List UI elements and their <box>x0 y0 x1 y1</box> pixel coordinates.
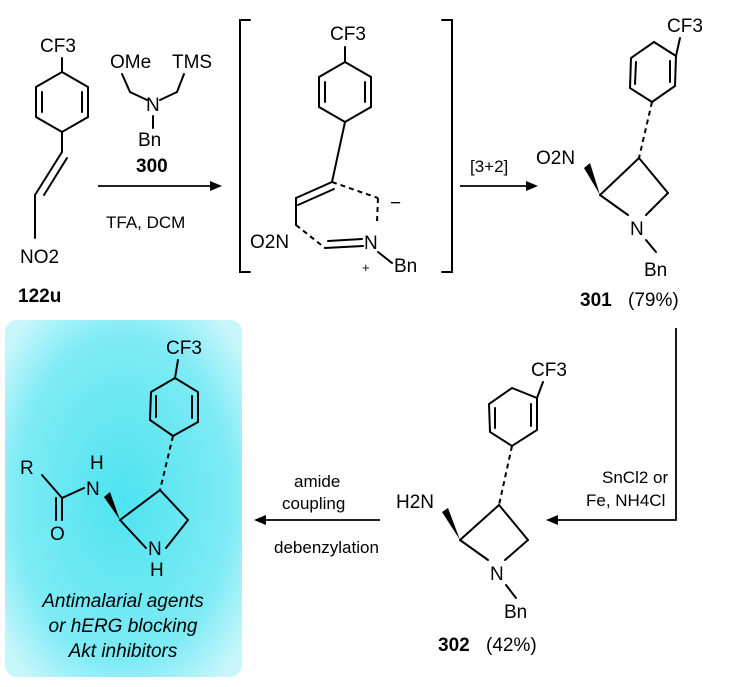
r-label: R <box>20 458 34 479</box>
condition-amide-2: coupling <box>282 494 345 513</box>
h-label: H <box>150 560 164 581</box>
n-label: N <box>490 564 504 585</box>
application-box <box>5 320 242 677</box>
compound-302: CF3 H2N N Bn 302 (42%) <box>396 360 567 656</box>
n-label: N <box>630 219 644 240</box>
compound-302-yield: (42%) <box>486 635 537 656</box>
reagent-300: OMe TMS N Bn 300 <box>110 52 212 177</box>
compound-301-yield: (79%) <box>628 290 679 311</box>
n-label: N <box>148 539 162 560</box>
tms-label: TMS <box>172 52 212 73</box>
bn-label: Bn <box>504 602 527 623</box>
compound-122u-label: 122u <box>18 286 61 307</box>
cf3-label: CF3 <box>667 16 703 37</box>
h-label: H <box>90 453 104 474</box>
minus-charge: − <box>390 193 401 214</box>
cf3-label: CF3 <box>330 24 366 45</box>
bn-label: Bn <box>138 130 161 151</box>
condition-tfa-dcm: TFA, DCM <box>106 213 185 232</box>
condition-cycloaddition: [3+2] <box>470 157 508 176</box>
compound-122u: CF3 NO2 122u <box>18 36 89 307</box>
cf3-label: CF3 <box>531 360 567 381</box>
ome-label: OMe <box>110 52 151 73</box>
application-line-2: or hERG blocking <box>49 616 198 637</box>
n-label: N <box>364 233 378 254</box>
bn-label: Bn <box>394 256 417 277</box>
cf3-label: CF3 <box>40 36 76 57</box>
condition-debenzylation: debenzylation <box>274 538 379 557</box>
n-label: N <box>86 479 100 500</box>
condition-amide-1: amide <box>294 472 340 491</box>
compound-302-label: 302 <box>438 635 470 656</box>
compound-301: CF3 O2N N Bn 301 (79%) <box>536 16 703 311</box>
o2n-label: O2N <box>250 232 289 253</box>
o2n-label: O2N <box>536 148 575 169</box>
o-label: O <box>50 524 65 545</box>
n-label: N <box>146 95 160 116</box>
h2n-label: H2N <box>396 492 434 513</box>
no2-label: NO2 <box>20 247 59 268</box>
intermediate: CF3 − O2N N + Bn <box>239 19 453 277</box>
compound-300-label: 300 <box>136 156 168 177</box>
application-text: Antimalarial agents or hERG blocking Akt… <box>41 591 204 662</box>
bn-label: Bn <box>644 260 667 281</box>
cf3-label: CF3 <box>166 338 202 359</box>
condition-reduction-1: SnCl2 or <box>602 468 668 487</box>
compound-301-label: 301 <box>580 290 612 311</box>
plus-charge: + <box>362 260 370 275</box>
condition-reduction-2: Fe, NH4Cl <box>586 491 665 510</box>
product-amide: CF3 N H R O N H <box>20 338 202 581</box>
application-line-3: Akt inhibitors <box>68 641 178 662</box>
application-line-1: Antimalarial agents <box>41 591 204 612</box>
